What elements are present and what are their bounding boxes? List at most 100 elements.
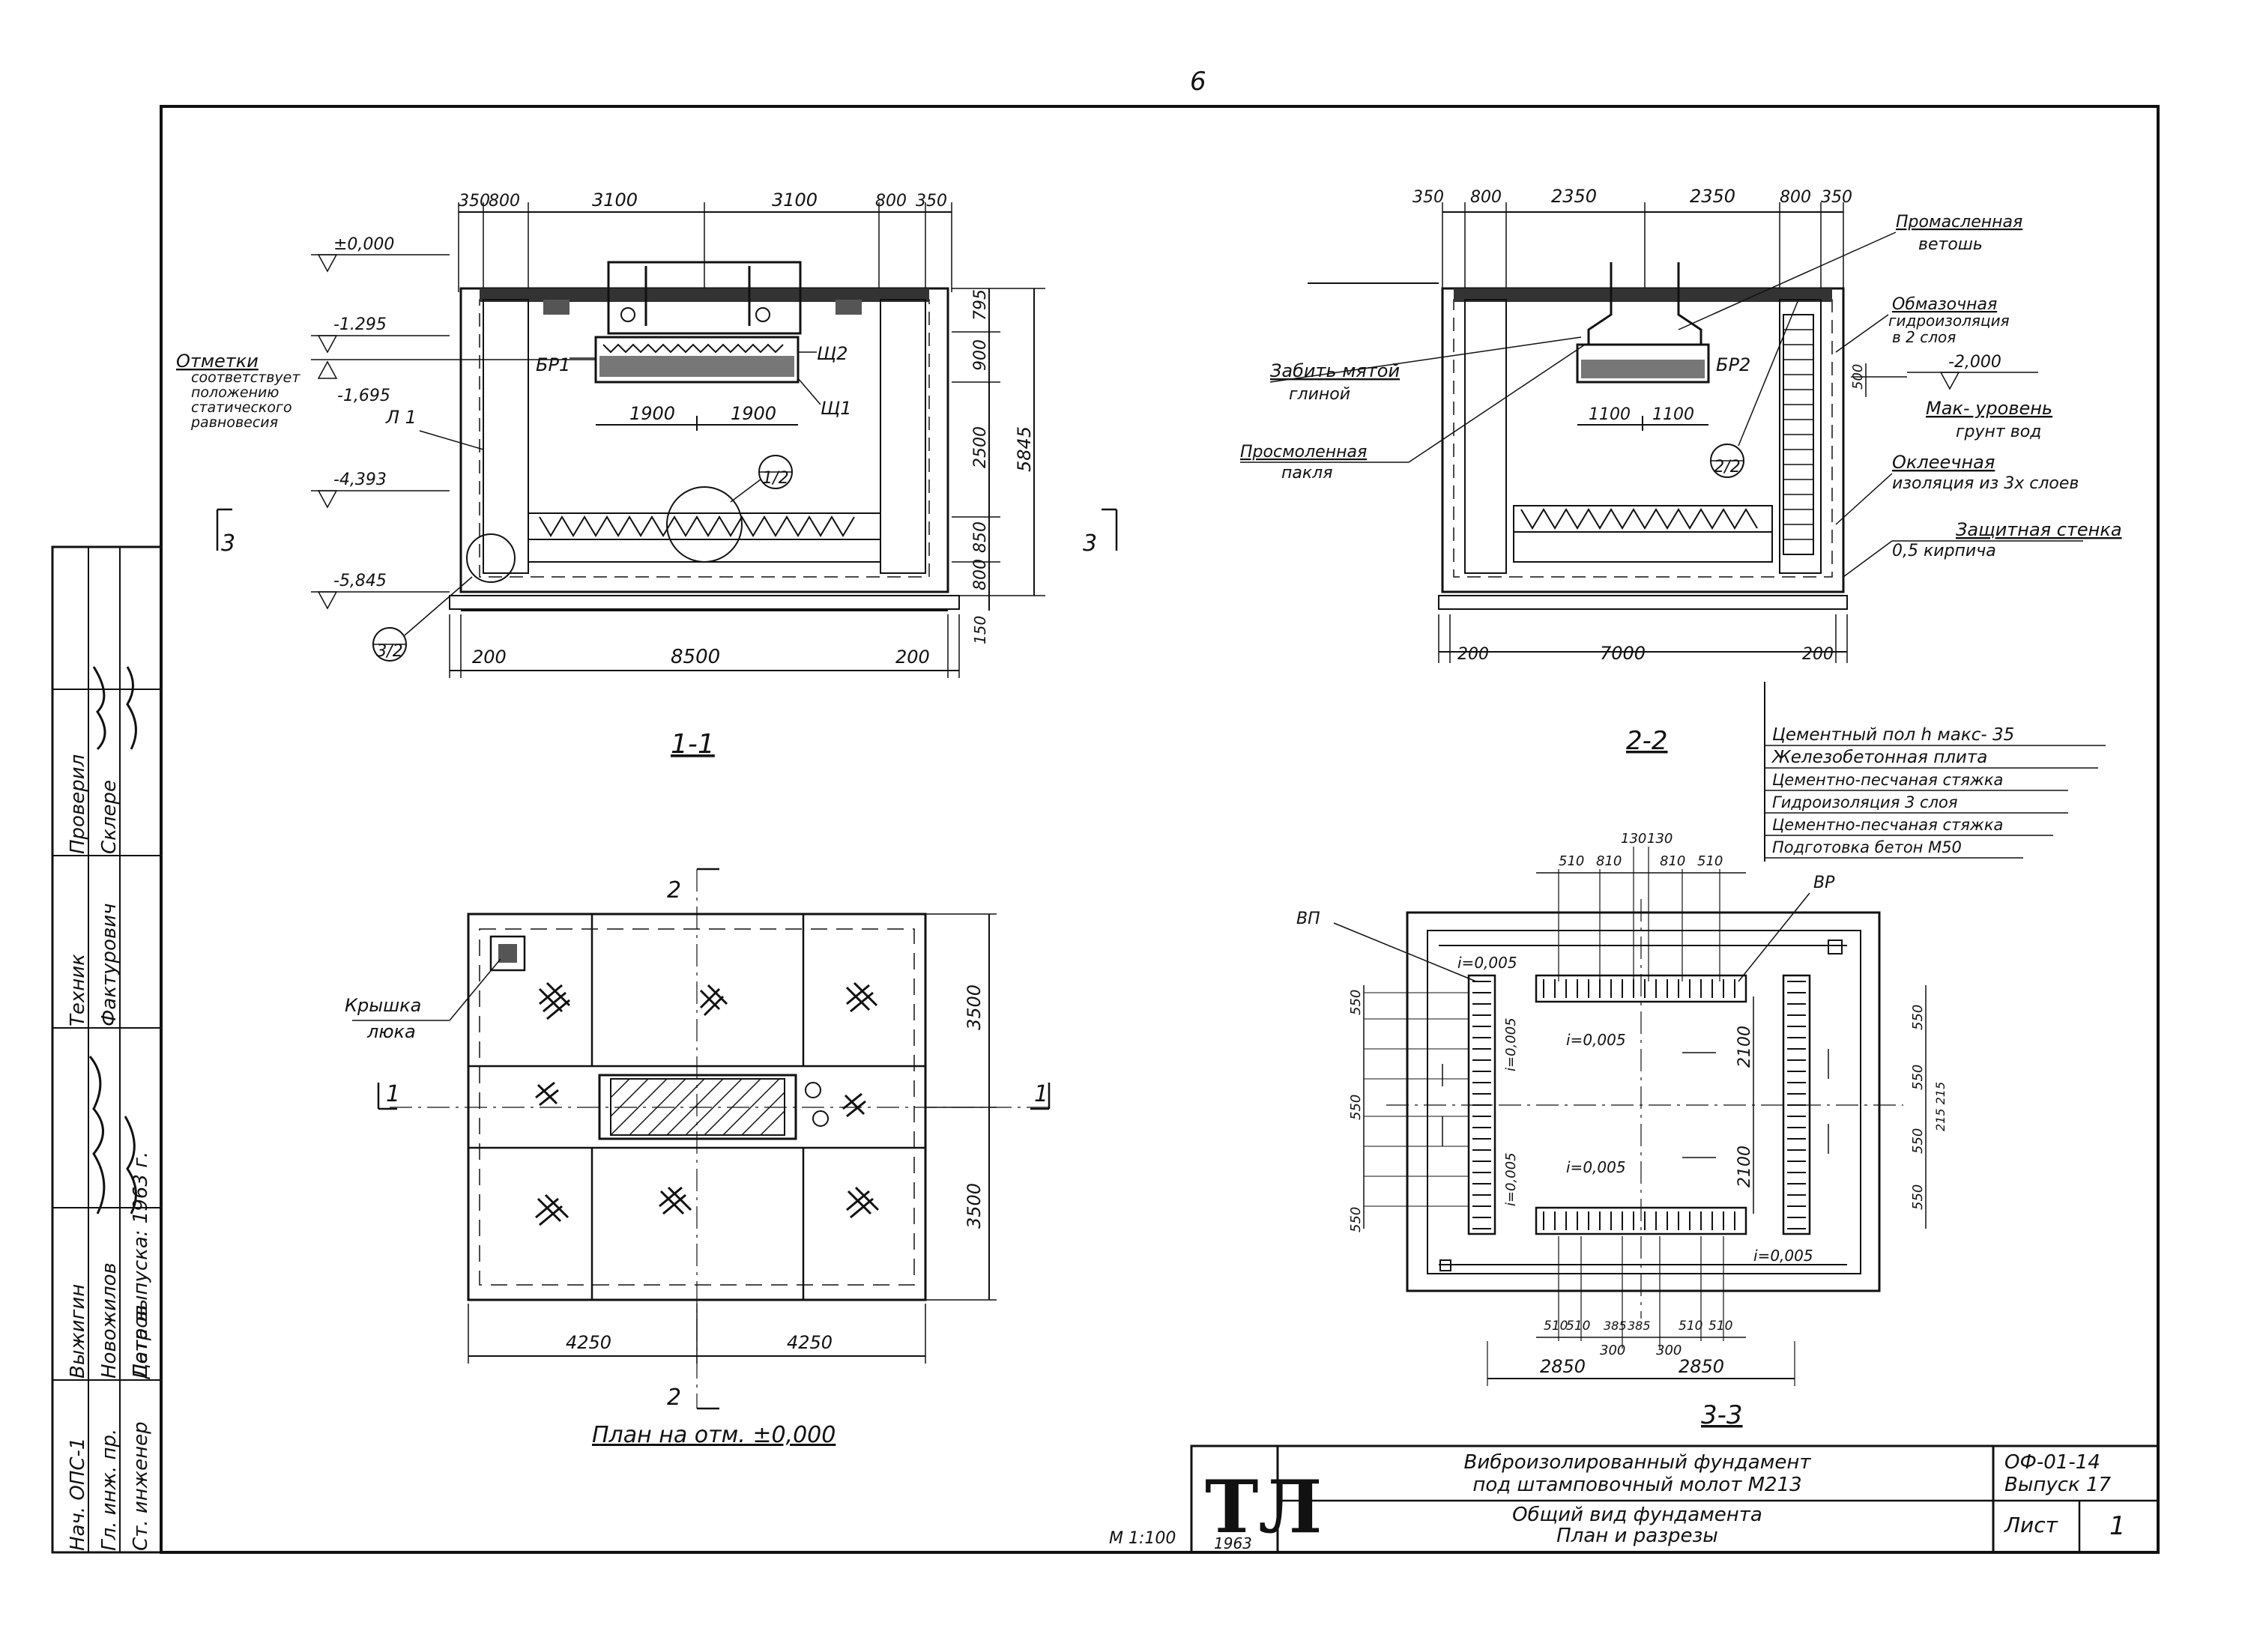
page-number: 6: [1190, 67, 1206, 97]
detail-ref-1-2: 1/2: [762, 469, 788, 488]
layer-2: Железобетонная плита: [1771, 748, 1987, 767]
layer-4: Гидроизоляция 3 слоя: [1772, 793, 1958, 811]
marks-note-line: положению: [191, 384, 279, 401]
dim-810: 810: [1660, 853, 1685, 869]
dim-510: 510: [1697, 853, 1723, 869]
dim-2850: 2850: [1679, 1356, 1724, 1377]
dim-3100: 3100: [592, 190, 638, 211]
sheet-number: 1: [2109, 1511, 2126, 1541]
side-dim-550: 550: [1910, 1005, 1926, 1030]
dim-3100: 3100: [772, 190, 818, 211]
drawing-code: ОФ-01-14: [2004, 1451, 2100, 1474]
dim-2100: 2100: [1735, 1146, 1754, 1187]
dim-810: 810: [1596, 853, 1622, 869]
dim-795: 795: [971, 289, 990, 321]
dim-200: 200: [1457, 645, 1489, 664]
subtitle-line-2: План и разрезы: [1556, 1525, 1718, 1547]
plan-cut-1-left: 1: [386, 1081, 400, 1107]
layer-1: Цементный пол h макс- 35: [1772, 725, 2014, 745]
dim-1900: 1900: [731, 403, 776, 424]
signature: [126, 666, 137, 750]
dim-510: 510: [1544, 1319, 1568, 1334]
side-dim-550: 550: [1348, 990, 1364, 1015]
plan-dim-3500: 3500: [964, 1183, 985, 1229]
callout-coating-3: в 2 слоя: [1892, 328, 1956, 346]
dim-510: 510: [1708, 1319, 1732, 1334]
label-shch2: Щ2: [817, 343, 848, 364]
dim-800: 800: [489, 192, 520, 211]
approval-stamp: Нач. ОПС-1 Выжигин Гл. инж. пр. Новожило…: [51, 545, 163, 1554]
signature: [124, 1116, 137, 1214]
dim-350: 350: [1412, 188, 1444, 207]
plan-dim-4250: 4250: [787, 1332, 833, 1353]
dim-510: 510: [1566, 1319, 1590, 1334]
dim-200: 200: [472, 647, 507, 668]
dim-1100: 1100: [1652, 405, 1694, 424]
plan-view: Крышка люка 3500 3500 4250 4250 1 1 2 2 …: [345, 868, 1051, 1448]
dim-150: 150: [971, 616, 989, 644]
logo: ТЛ: [1205, 1465, 1322, 1549]
level-1695: -1,695: [337, 387, 390, 405]
scale: М 1:100: [1109, 1529, 1176, 1548]
title-line-1: Виброизолированный фундамент: [1464, 1451, 1812, 1474]
dim-510: 510: [1559, 853, 1584, 869]
callout-coating-2: гидроизоляция: [1888, 312, 2010, 330]
dim-800: 800: [1780, 188, 1811, 207]
marks-note-line: равновесия: [190, 414, 278, 431]
side-dim-550: 550: [1910, 1184, 1926, 1210]
dim-7000: 7000: [1600, 643, 1646, 664]
stamp-name-1: Выжигин: [67, 1284, 89, 1379]
dim-8500: 8500: [671, 646, 720, 668]
cut-3-right: 3: [1083, 530, 1097, 557]
subtitle-line-1: Общий вид фундамента: [1512, 1504, 1762, 1526]
marks-note-title: Отметки: [176, 351, 259, 372]
dim-510: 510: [1679, 1319, 1702, 1334]
dim-130: 130: [1647, 831, 1673, 847]
callout-wall: Защитная стенка: [1956, 519, 2122, 540]
dim-850: 850: [971, 521, 990, 553]
section-2-2: 350 800 2350 2350 800 350 1100 1100 БР2 …: [1240, 186, 2122, 756]
floor-layers-table: Цементный пол h макс- 35 Железобетонная …: [1764, 682, 2106, 862]
dim-350: 350: [1821, 188, 1852, 207]
dim-1100: 1100: [1589, 405, 1631, 424]
dim-300: 300: [1600, 1343, 1625, 1358]
callout-pasted: Оклеечная: [1892, 452, 1995, 473]
side-dim-550: 550: [1348, 1095, 1364, 1120]
dim-200: 200: [1802, 645, 1834, 664]
issue-number: Выпуск 17: [2004, 1474, 2112, 1496]
dim-2500: 2500: [971, 426, 990, 468]
slope-2: i=0,005: [1566, 1031, 1626, 1049]
side-dim-550: 550: [1348, 1207, 1364, 1232]
callout-pasted-2: изоляция из 3х слоев: [1892, 474, 2079, 493]
dim-2100: 2100: [1735, 1026, 1754, 1068]
level-1295: -1.295: [333, 315, 387, 334]
slope-1: i=0,005: [1457, 954, 1517, 972]
label-br2: БР2: [1716, 354, 1750, 375]
layer-5: Цементно-песчаная стяжка: [1772, 816, 2003, 834]
side-dim-550: 550: [1910, 1128, 1926, 1154]
plan-dim-3500: 3500: [964, 984, 985, 1030]
hatch-label-2: люка: [366, 1021, 416, 1042]
side-dim-550: 550: [1910, 1065, 1926, 1090]
plan-dim-4250: 4250: [566, 1332, 611, 1353]
dim-350: 350: [459, 192, 490, 211]
callout-oiled-rag: Промасленная: [1896, 213, 2022, 232]
logo-year: 1963: [1214, 1534, 1252, 1552]
title-line-2: под штамповочный молот М213: [1472, 1474, 1801, 1496]
callout-max-level-2: грунт вод: [1956, 423, 2041, 441]
marks-note-line: соответствует: [191, 369, 300, 386]
side-dim-215: 215 215: [1933, 1082, 1948, 1131]
stamp-role-4: Техник: [67, 954, 89, 1026]
callout-tow-2: пакля: [1281, 464, 1332, 482]
section-title-1-1: 1-1: [671, 729, 715, 760]
callout-coating: Обмазочная: [1892, 295, 1997, 314]
callout-tow: Просмоленная: [1240, 443, 1367, 462]
stamp-name-4: Фактурович: [98, 903, 121, 1026]
plan-cut-1-right: 1: [1034, 1081, 1048, 1107]
section-1-1: 350 800 3100 3100 800 350 190: [176, 190, 1118, 760]
dim-800: 800: [875, 192, 907, 211]
title-block: ТЛ 1963 Виброизолированный фундамент под…: [1109, 1444, 2160, 1554]
dim-900: 900: [971, 339, 990, 371]
hatch-label: Крышка: [345, 995, 421, 1016]
